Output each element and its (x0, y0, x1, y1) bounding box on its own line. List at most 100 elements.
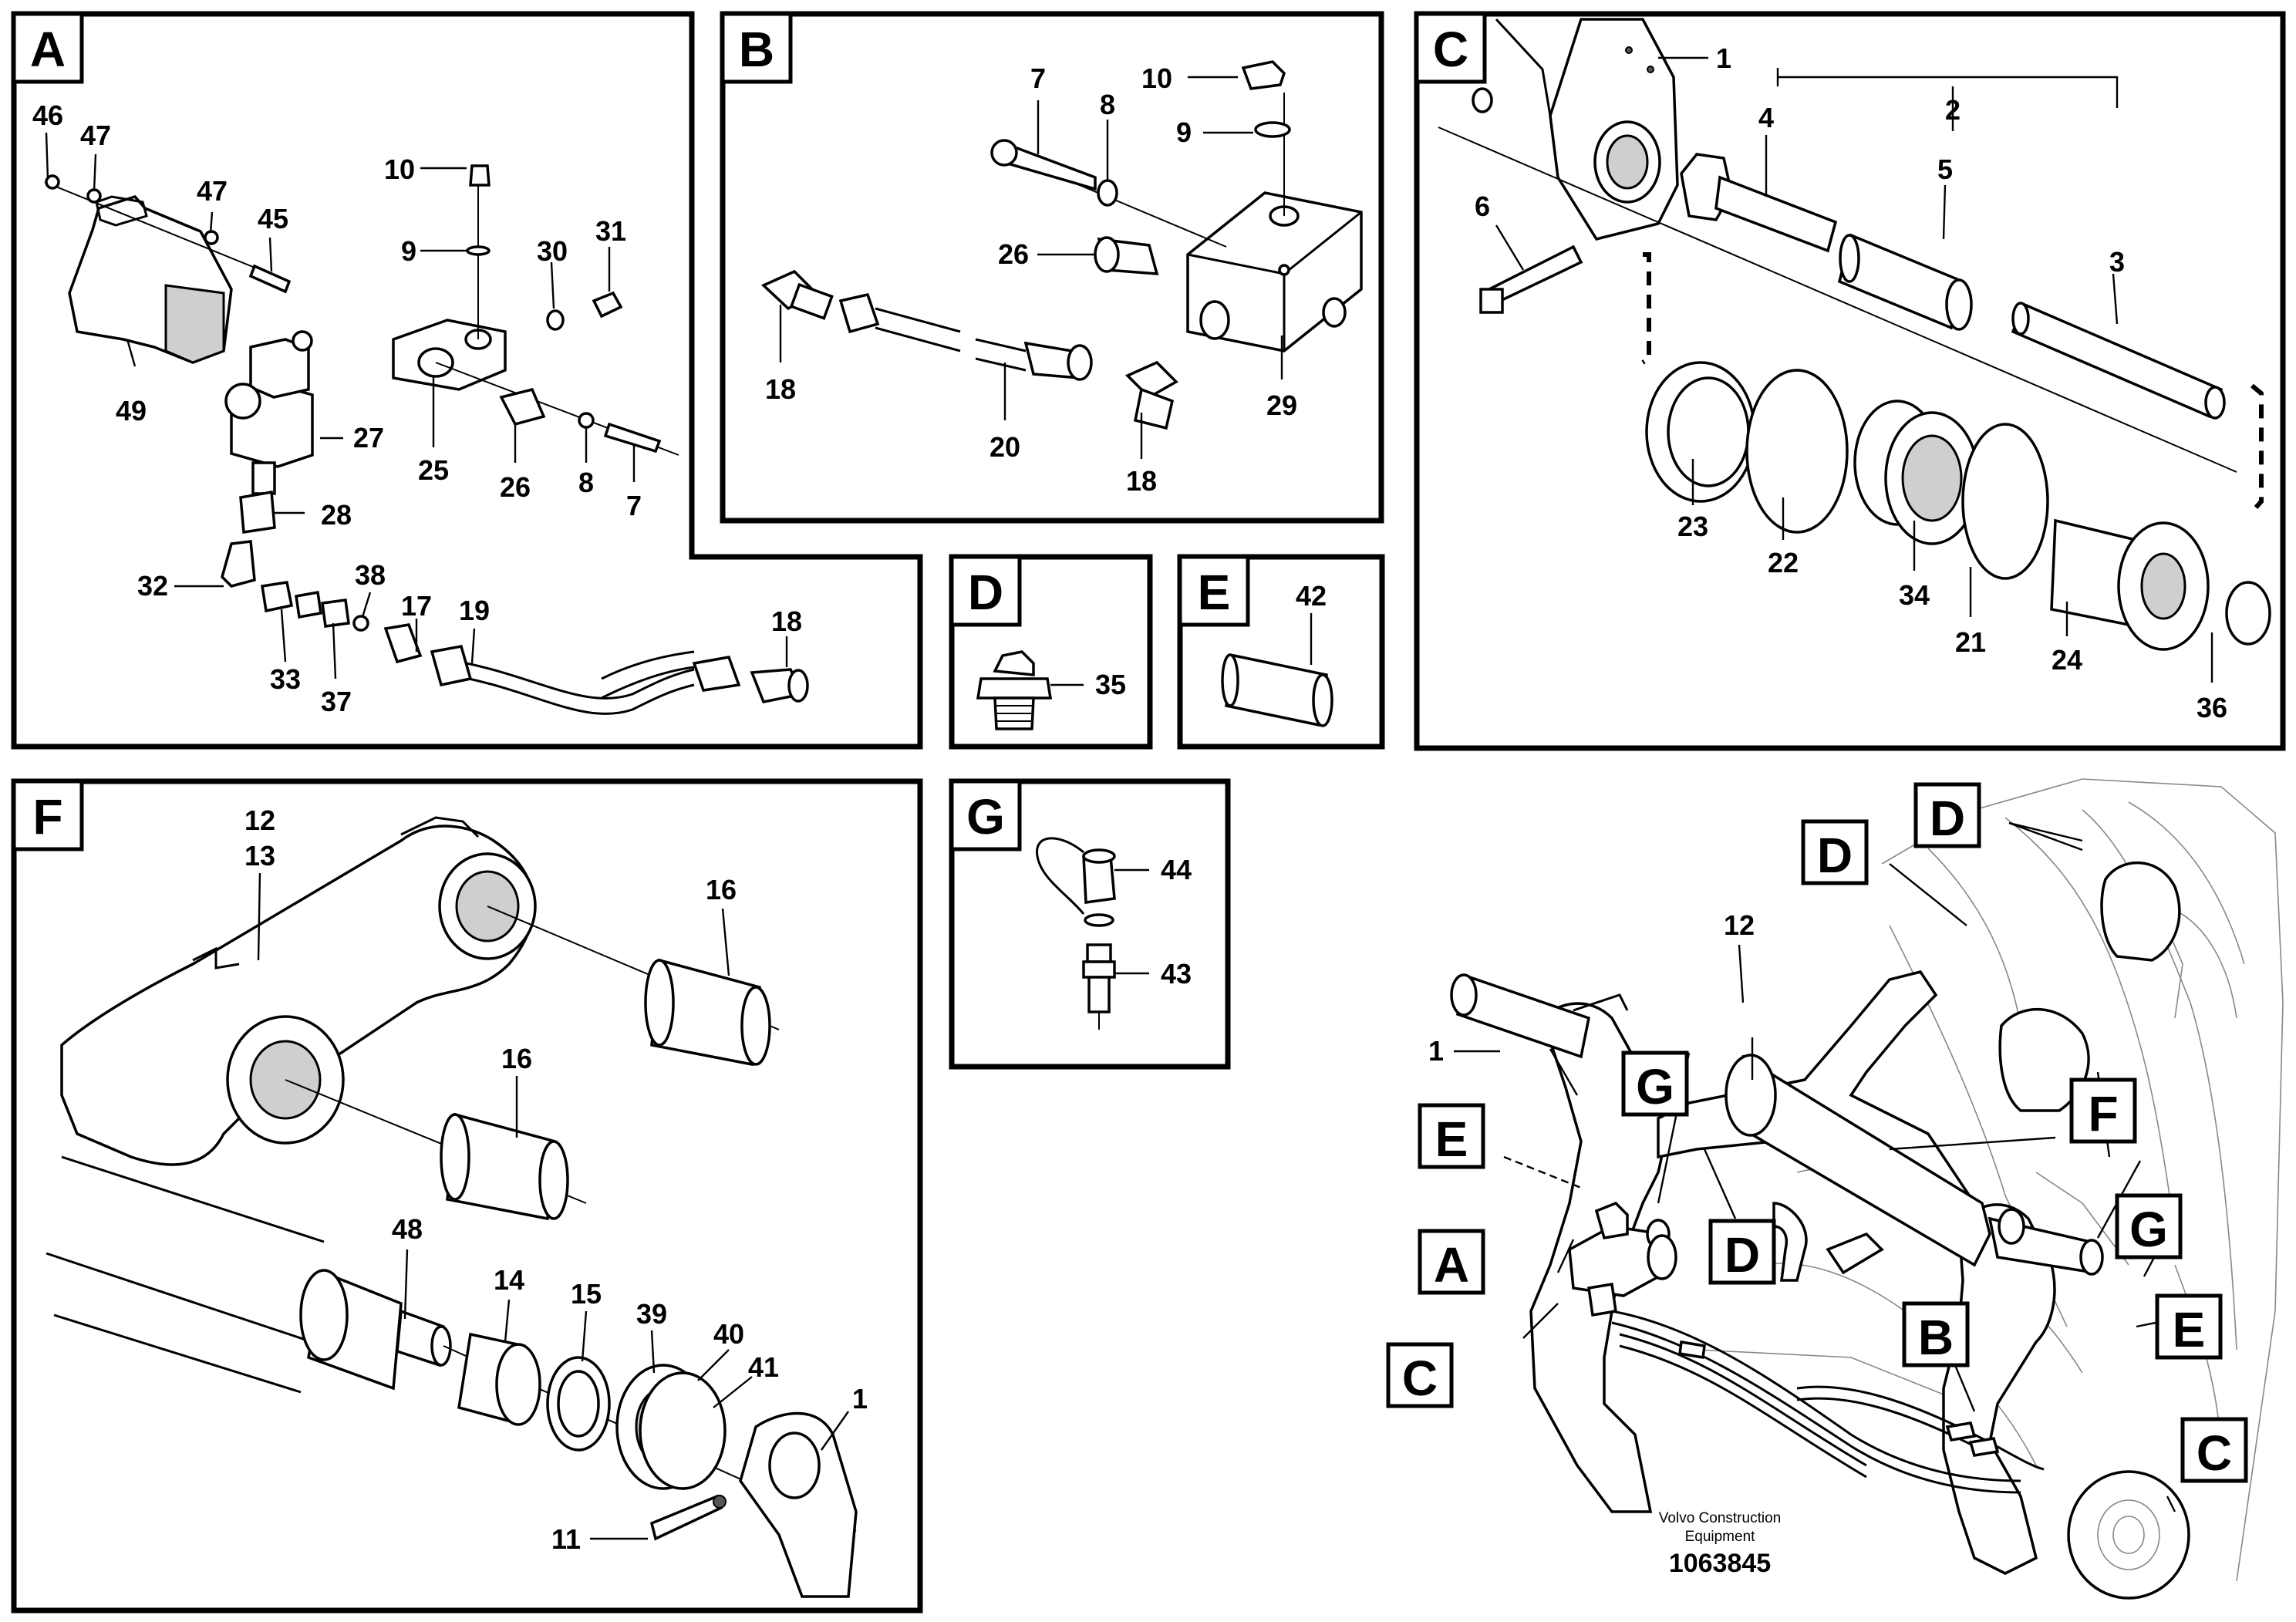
label: 25 (418, 454, 449, 486)
panel-d-tag (949, 555, 1022, 627)
panel-a-leaders (45, 132, 788, 679)
panel-f: F (11, 778, 923, 1614)
label: 15 (571, 1278, 602, 1310)
label: 34 (1899, 579, 1930, 611)
label: 18 (765, 373, 796, 405)
panel-b-tag (720, 12, 793, 84)
label: 12 (1724, 909, 1755, 941)
panel-d: D 35 (949, 554, 1153, 750)
panel-g-letter: G (966, 789, 1005, 845)
label: 40 (713, 1318, 744, 1350)
overview-tag: D (1817, 828, 1853, 883)
overview-tag: D (1725, 1227, 1760, 1283)
label: 16 (706, 874, 737, 905)
label: 7 (626, 490, 642, 521)
label: 47 (80, 120, 111, 151)
label: 1 (852, 1383, 868, 1415)
label: 27 (353, 422, 384, 454)
label: 23 (1677, 511, 1708, 542)
panel-c: C (1414, 11, 2286, 751)
overview-tag: G (1636, 1059, 1674, 1114)
label: 20 (990, 431, 1020, 463)
panel-a-letter: A (30, 22, 66, 77)
overview-tag: C (2197, 1425, 2232, 1481)
label: 30 (537, 235, 568, 267)
panel-d-letter: D (968, 565, 1003, 620)
label: 45 (258, 203, 288, 234)
panel-b-letter: B (739, 22, 774, 77)
panel-b-leaders (779, 76, 1283, 459)
document-number: 1063845 (1669, 1549, 1771, 1578)
panel-e-tag (1178, 555, 1250, 627)
machine-overview: 12 1 D D G E F D A G E B C C (1386, 778, 2284, 1600)
label: 42 (1296, 580, 1327, 612)
label: 28 (321, 499, 352, 531)
label: 13 (244, 840, 275, 872)
panel-c-leaders (1495, 56, 2213, 683)
label: 11 (551, 1523, 581, 1555)
label: 14 (494, 1264, 524, 1296)
label: 1 (1428, 1035, 1444, 1067)
label: 16 (501, 1043, 532, 1074)
cover-plate (44, 174, 292, 364)
label: 9 (1176, 116, 1192, 148)
label: 10 (1141, 62, 1172, 94)
label: 38 (355, 559, 386, 591)
panel-f-tag (12, 779, 84, 851)
label: 41 (748, 1351, 779, 1383)
label: 5 (1937, 153, 1953, 185)
shaft-f (46, 1155, 858, 1598)
panel-g: G 44 43 (949, 778, 1231, 1070)
overview-tag: E (2173, 1302, 2206, 1357)
label: 29 (1266, 389, 1297, 421)
panel-a: A (11, 11, 923, 750)
label: 9 (401, 235, 416, 267)
overview-tag: B (1918, 1310, 1954, 1365)
label: 39 (636, 1298, 667, 1330)
panel-c-letter: C (1433, 22, 1468, 77)
overview-tag: D (1930, 791, 1965, 846)
overview-tags: D D G E F D A G E B C C (1386, 782, 2248, 1483)
bracket-c (1438, 18, 2237, 473)
label: 1 (1716, 42, 1731, 74)
solenoid-valve (221, 330, 809, 715)
label: 12 (244, 804, 275, 836)
label: 46 (32, 99, 63, 131)
label: 18 (771, 605, 802, 637)
label: 6 (1475, 191, 1490, 222)
label: 18 (1126, 465, 1157, 497)
valve-overview (1568, 1201, 1677, 1317)
panel-f-leaders (257, 872, 849, 1540)
panel-g-tag (949, 779, 1022, 851)
distribution-block (392, 164, 679, 456)
label: 4 (1758, 102, 1774, 133)
label: 7 (1030, 62, 1046, 94)
label: 2 (1945, 94, 1961, 126)
hoses-overview (1611, 1202, 2045, 1494)
label: 19 (459, 595, 490, 626)
grease-nipple (976, 650, 1084, 730)
label: 8 (1100, 89, 1115, 120)
label: 36 (2197, 692, 2227, 723)
test-nipple (1036, 837, 1149, 1030)
label: 35 (1095, 669, 1126, 700)
company-line-1: Volvo Construction (1659, 1510, 1781, 1526)
label: 49 (116, 395, 147, 427)
footer: Volvo Construction Equipment 1063845 (1659, 1510, 1781, 1578)
label: 33 (270, 663, 301, 695)
pin (1221, 613, 1333, 727)
label: 37 (321, 686, 352, 717)
overview-tag: G (2129, 1202, 2168, 1257)
panel-a-tag (12, 12, 84, 84)
overview-tag: A (1434, 1237, 1469, 1293)
label: 32 (137, 570, 168, 602)
panel-b: B (720, 11, 1384, 524)
label: 22 (1768, 547, 1799, 578)
label: 17 (401, 590, 432, 622)
label: 21 (1955, 626, 1986, 658)
overview-tag: F (2088, 1086, 2118, 1141)
bushing-set (1641, 68, 2271, 651)
company-line-2: Equipment (1685, 1529, 1756, 1545)
panel-e-letter: E (1198, 565, 1231, 620)
